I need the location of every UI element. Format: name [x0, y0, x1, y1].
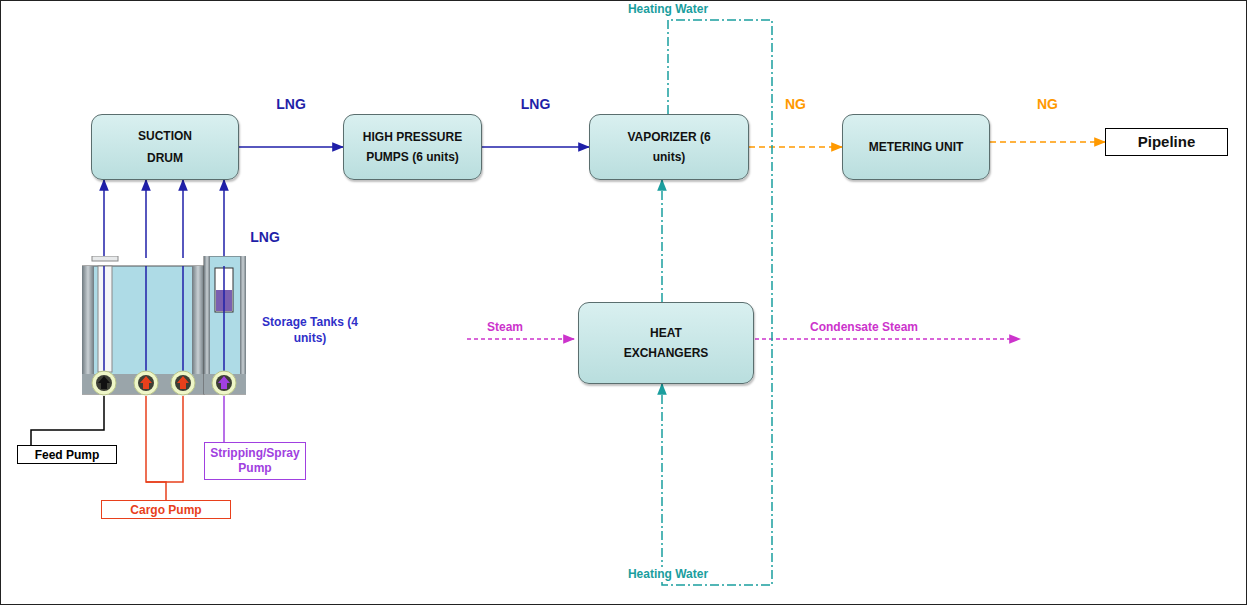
flow-label: NG: [1035, 96, 1060, 112]
node-text: Pipeline: [1138, 132, 1196, 152]
flow-connector: [145, 180, 147, 258]
flow-connector: [749, 146, 842, 148]
flow-connector: [990, 141, 1105, 143]
process-box: HEAT EXCHANGERS: [578, 302, 754, 384]
flow-label: Steam: [485, 320, 525, 334]
flow-connector: [146, 396, 166, 500]
flow-connector: [661, 180, 663, 302]
node-text: HIGH PRESSURE PUMPS (6 units): [357, 127, 469, 167]
node-text: Feed Pump: [35, 448, 100, 462]
storage-tank: Storage Tanks (4 units): [82, 256, 246, 396]
pump-label: Cargo Pump: [101, 500, 231, 519]
flow-label: Heating Water: [626, 567, 710, 581]
node-text: METERING UNIT: [869, 137, 964, 157]
flow-connector: [182, 180, 184, 258]
flow-label: Condensate Steam: [808, 320, 920, 334]
flow-label: LNG: [274, 96, 308, 112]
process-box: METERING UNIT: [842, 114, 990, 180]
pump-label: Feed Pump: [17, 445, 117, 464]
node-text: Cargo Pump: [130, 503, 201, 517]
flow-label: NG: [783, 96, 808, 112]
flow-label: LNG: [519, 96, 553, 112]
node-text: Storage Tanks (4 units): [260, 314, 360, 346]
node-text: Stripping/Spray Pump: [208, 446, 302, 476]
flow-connector: [31, 396, 104, 445]
node-text: HEAT EXCHANGERS: [616, 323, 716, 363]
tank-illustration: [82, 256, 246, 396]
process-box: SUCTION DRUM: [91, 114, 239, 180]
flow-label: Heating Water: [626, 2, 710, 16]
process-box: VAPORIZER (6 units): [589, 114, 749, 180]
node-text: VAPORIZER (6 units): [624, 127, 714, 167]
flow-connector: [223, 396, 225, 442]
node-text: SUCTION DRUM: [130, 125, 200, 169]
flow-connector: [223, 180, 225, 258]
terminal-box: Pipeline: [1105, 128, 1228, 156]
steam-line: [467, 338, 574, 340]
leader-branch: [146, 396, 183, 482]
condensate-line: [755, 338, 1020, 340]
flow-connector: [482, 146, 589, 148]
flow-label: LNG: [248, 229, 282, 245]
process-box: HIGH PRESSURE PUMPS (6 units): [343, 114, 482, 180]
flow-connector: [103, 180, 105, 258]
pump-label: Stripping/Spray Pump: [204, 442, 306, 480]
flow-connector: [239, 146, 343, 148]
